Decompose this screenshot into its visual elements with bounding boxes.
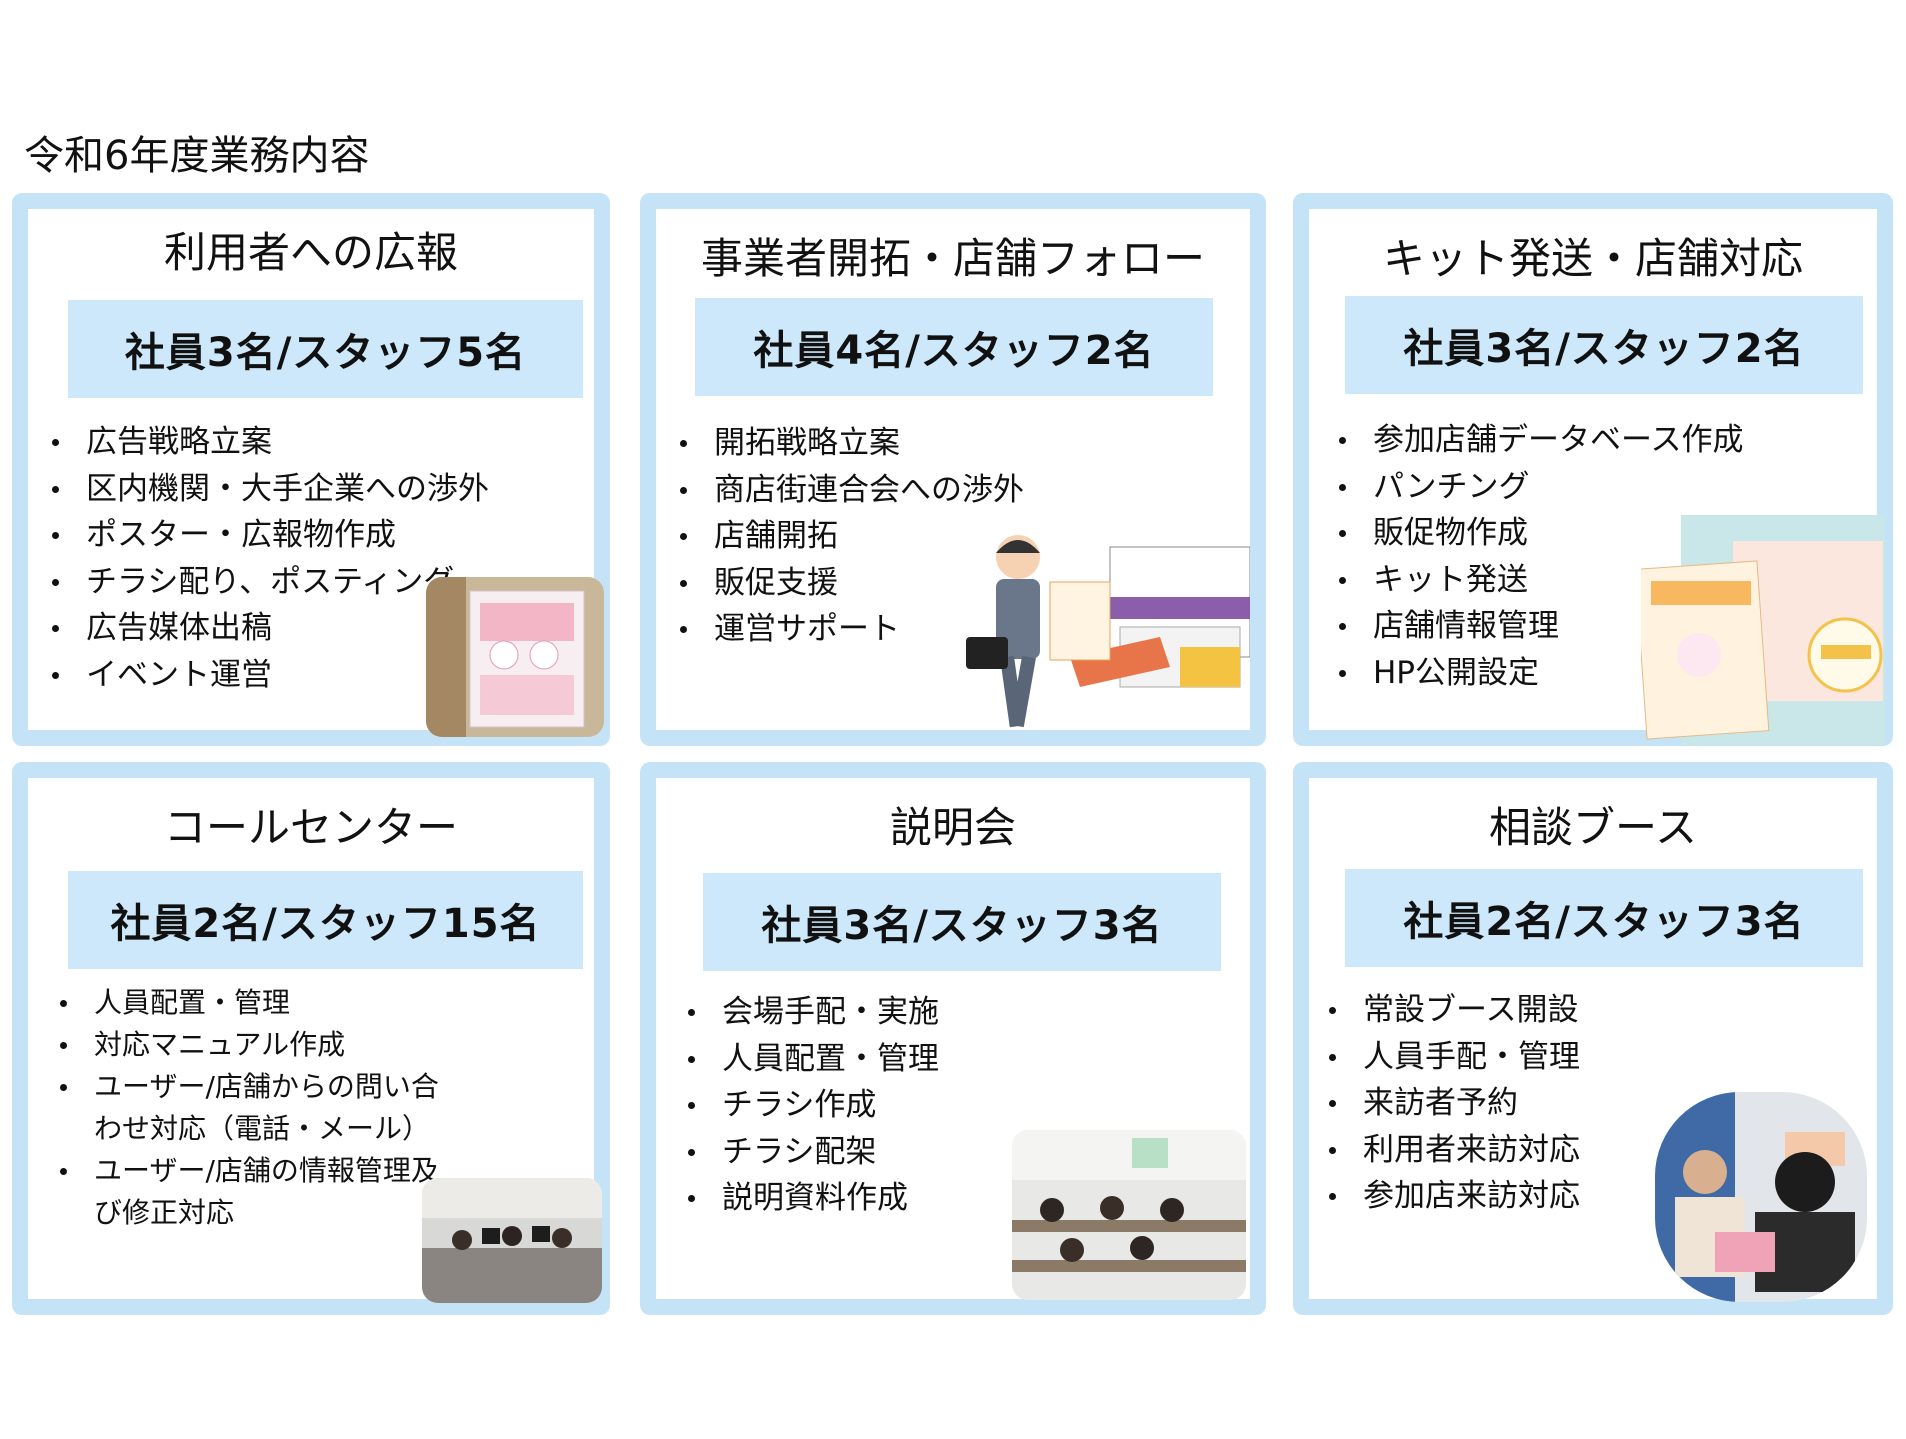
list-item: チラシ配架 [680,1129,939,1176]
task-list: 人員配置・管理 対応マニュアル作成 ユーザー/店舗からの問い合わせ対応（電話・メ… [52,982,452,1234]
list-item: 商店街連合会への渉外 [672,467,1024,514]
task-list: 常設ブース開設 人員手配・管理 来訪者予約 利用者来訪対応 参加店来訪対応 [1321,987,1580,1220]
card-briefing: 説明会 社員3名/スタッフ3名 会場手配・実施 人員配置・管理 チラシ作成 チラ… [640,762,1266,1315]
staff-count: 社員3名/スタッフ3名 [703,873,1221,971]
list-item: 店舗情報管理 [1331,603,1743,650]
list-item: 対応マニュアル作成 [52,1024,452,1066]
list-item: 常設ブース開設 [1321,987,1580,1034]
card-title: キット発送・店舗対応 [1382,234,1803,283]
list-item: 会場手配・実施 [680,989,939,1036]
card-call-center: コールセンター 社員2名/スタッフ15名 人員配置・管理 対応マニュアル作成 ユ… [12,762,610,1315]
kit-leaflet-image [1641,515,1885,745]
call-center-photo [422,1178,602,1303]
card-kit-shipping: キット発送・店舗対応 社員3名/スタッフ2名 参加店舗データベース作成 パンチン… [1293,193,1893,746]
card-title: 事業者開拓・店舗フォロー [700,234,1205,283]
poster-photo [426,577,604,737]
list-item: 人員手配・管理 [1321,1034,1580,1081]
task-list: 広告戦略立案 区内機関・大手企業への渉外 ポスター・広報物作成 チラシ配り、ポス… [44,419,489,698]
task-list: 開拓戦略立案 商店街連合会への渉外 店舗開拓 販促支援 運営サポート [672,420,1024,653]
list-item: 人員配置・管理 [680,1036,939,1083]
task-list: 参加店舗データベース作成 パンチング 販促物作成 キット発送 店舗情報管理 HP… [1331,417,1743,696]
list-item: 参加店来訪対応 [1321,1173,1580,1220]
list-item: 参加店舗データベース作成 [1331,417,1743,464]
list-item: 開拓戦略立案 [672,420,1024,467]
list-item: 人員配置・管理 [52,982,452,1024]
task-list: 会場手配・実施 人員配置・管理 チラシ作成 チラシ配架 説明資料作成 [680,989,939,1222]
list-item: チラシ配り、ポスティング [44,559,489,606]
list-item: ユーザー/店舗からの問い合わせ対応（電話・メール） [52,1066,452,1150]
list-item: ポスター・広報物作成 [44,512,489,559]
list-item: 利用者来訪対応 [1321,1127,1580,1174]
list-item: 広告媒体出稿 [44,605,489,652]
list-item: ユーザー/店舗の情報管理及び修正対応 [52,1150,452,1234]
seminar-photo [1012,1130,1246,1300]
card-consultation-booth: 相談ブース 社員2名/スタッフ3名 常設ブース開設 人員手配・管理 来訪者予約 … [1293,762,1893,1315]
list-item: パンチング [1331,464,1743,511]
list-item: イベント運営 [44,652,489,699]
card-title: 相談ブース [1489,803,1697,852]
card-title: 利用者への広報 [163,228,458,277]
list-item: チラシ作成 [680,1082,939,1129]
list-item: 広告戦略立案 [44,419,489,466]
card-title: 説明会 [889,803,1016,852]
list-item: 販促物作成 [1331,510,1743,557]
salesman-illustration [960,527,1250,739]
list-item: 店舗開拓 [672,513,1024,560]
staff-count: 社員3名/スタッフ5名 [68,300,583,398]
list-item: 運営サポート [672,606,1024,653]
list-item: 説明資料作成 [680,1175,939,1222]
list-item: HP公開設定 [1331,650,1743,697]
list-item: 販促支援 [672,560,1024,607]
card-business-development: 事業者開拓・店舗フォロー 社員4名/スタッフ2名 開拓戦略立案 商店街連合会への… [640,193,1266,746]
staff-count: 社員4名/スタッフ2名 [695,298,1213,396]
list-item: 来訪者予約 [1321,1080,1580,1127]
list-item: 区内機関・大手企業への渉外 [44,466,489,513]
staff-count: 社員2名/スタッフ15名 [68,871,583,969]
card-publicity: 利用者への広報 社員3名/スタッフ5名 広告戦略立案 区内機関・大手企業への渉外… [12,193,610,746]
list-item: キット発送 [1331,557,1743,604]
card-title: コールセンター [163,803,458,852]
staff-count: 社員3名/スタッフ2名 [1345,296,1863,394]
page-title: 令和6年度業務内容 [24,133,370,179]
staff-count: 社員2名/スタッフ3名 [1345,869,1863,967]
consultation-photo [1655,1092,1867,1302]
